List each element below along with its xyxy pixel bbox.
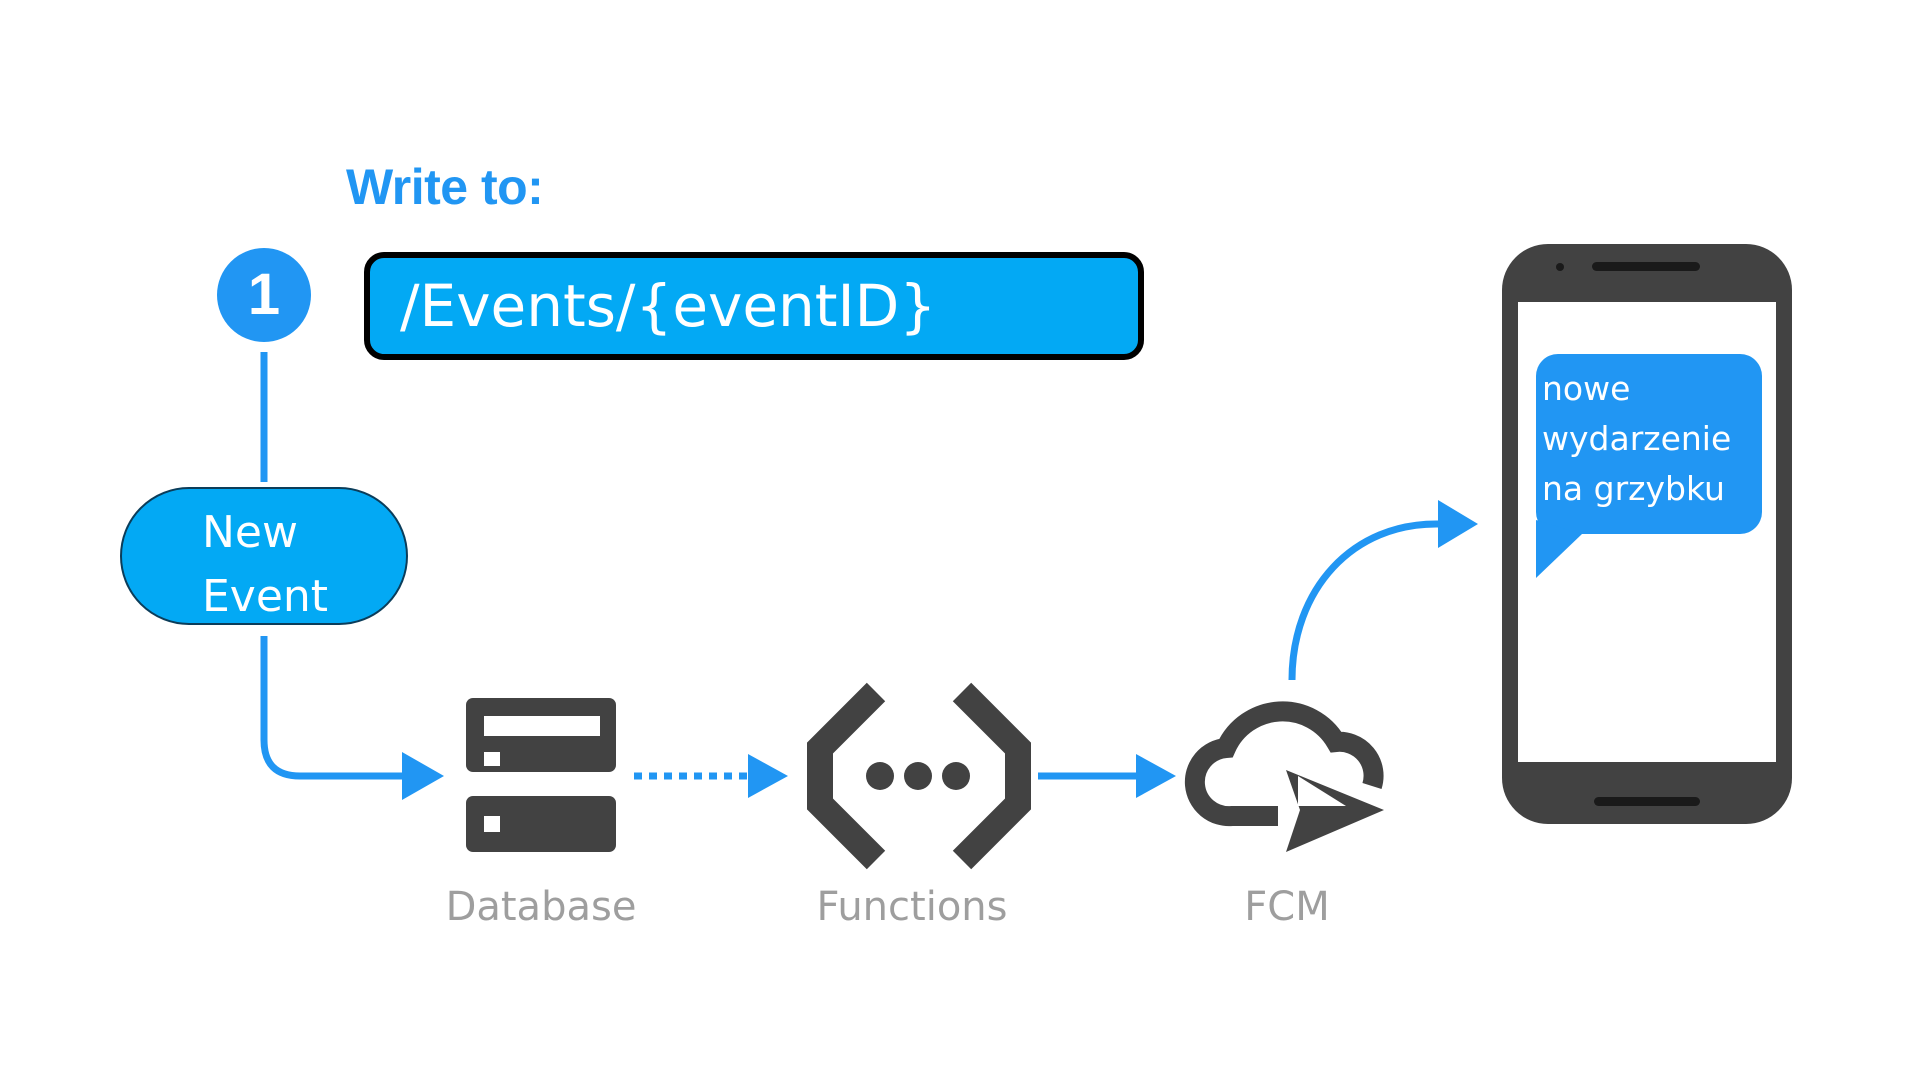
- notification-bubble: [1536, 354, 1762, 578]
- arrowhead-to-phone: [1438, 500, 1478, 548]
- cloud-functions-icon: [807, 682, 1031, 870]
- database-icon: [466, 698, 616, 852]
- arrowhead-to-database: [402, 752, 444, 800]
- step-number: 1: [247, 262, 281, 327]
- arrowhead-to-fcm: [1136, 754, 1176, 798]
- path-text: /Events/{eventID}: [400, 272, 937, 340]
- database-label: Database: [445, 884, 637, 930]
- arrowhead-to-functions: [748, 754, 788, 798]
- path-box: /Events/{eventID}: [364, 252, 1144, 360]
- fcm-label: FCM: [1244, 884, 1330, 930]
- functions-label: Functions: [816, 884, 1008, 930]
- new-event-pill: New Event: [120, 487, 408, 625]
- connector-event-to-database: [260, 636, 408, 780]
- new-event-label: New Event: [202, 507, 329, 622]
- connector-fcm-to-phone: [1288, 520, 1441, 681]
- write-to-title: Write to:: [346, 159, 544, 215]
- notification-text: nowe wydarzenie na grzybku: [1542, 369, 1732, 508]
- fcm-cloud-send-icon: [1184, 701, 1384, 852]
- step-number-circle: [217, 248, 311, 342]
